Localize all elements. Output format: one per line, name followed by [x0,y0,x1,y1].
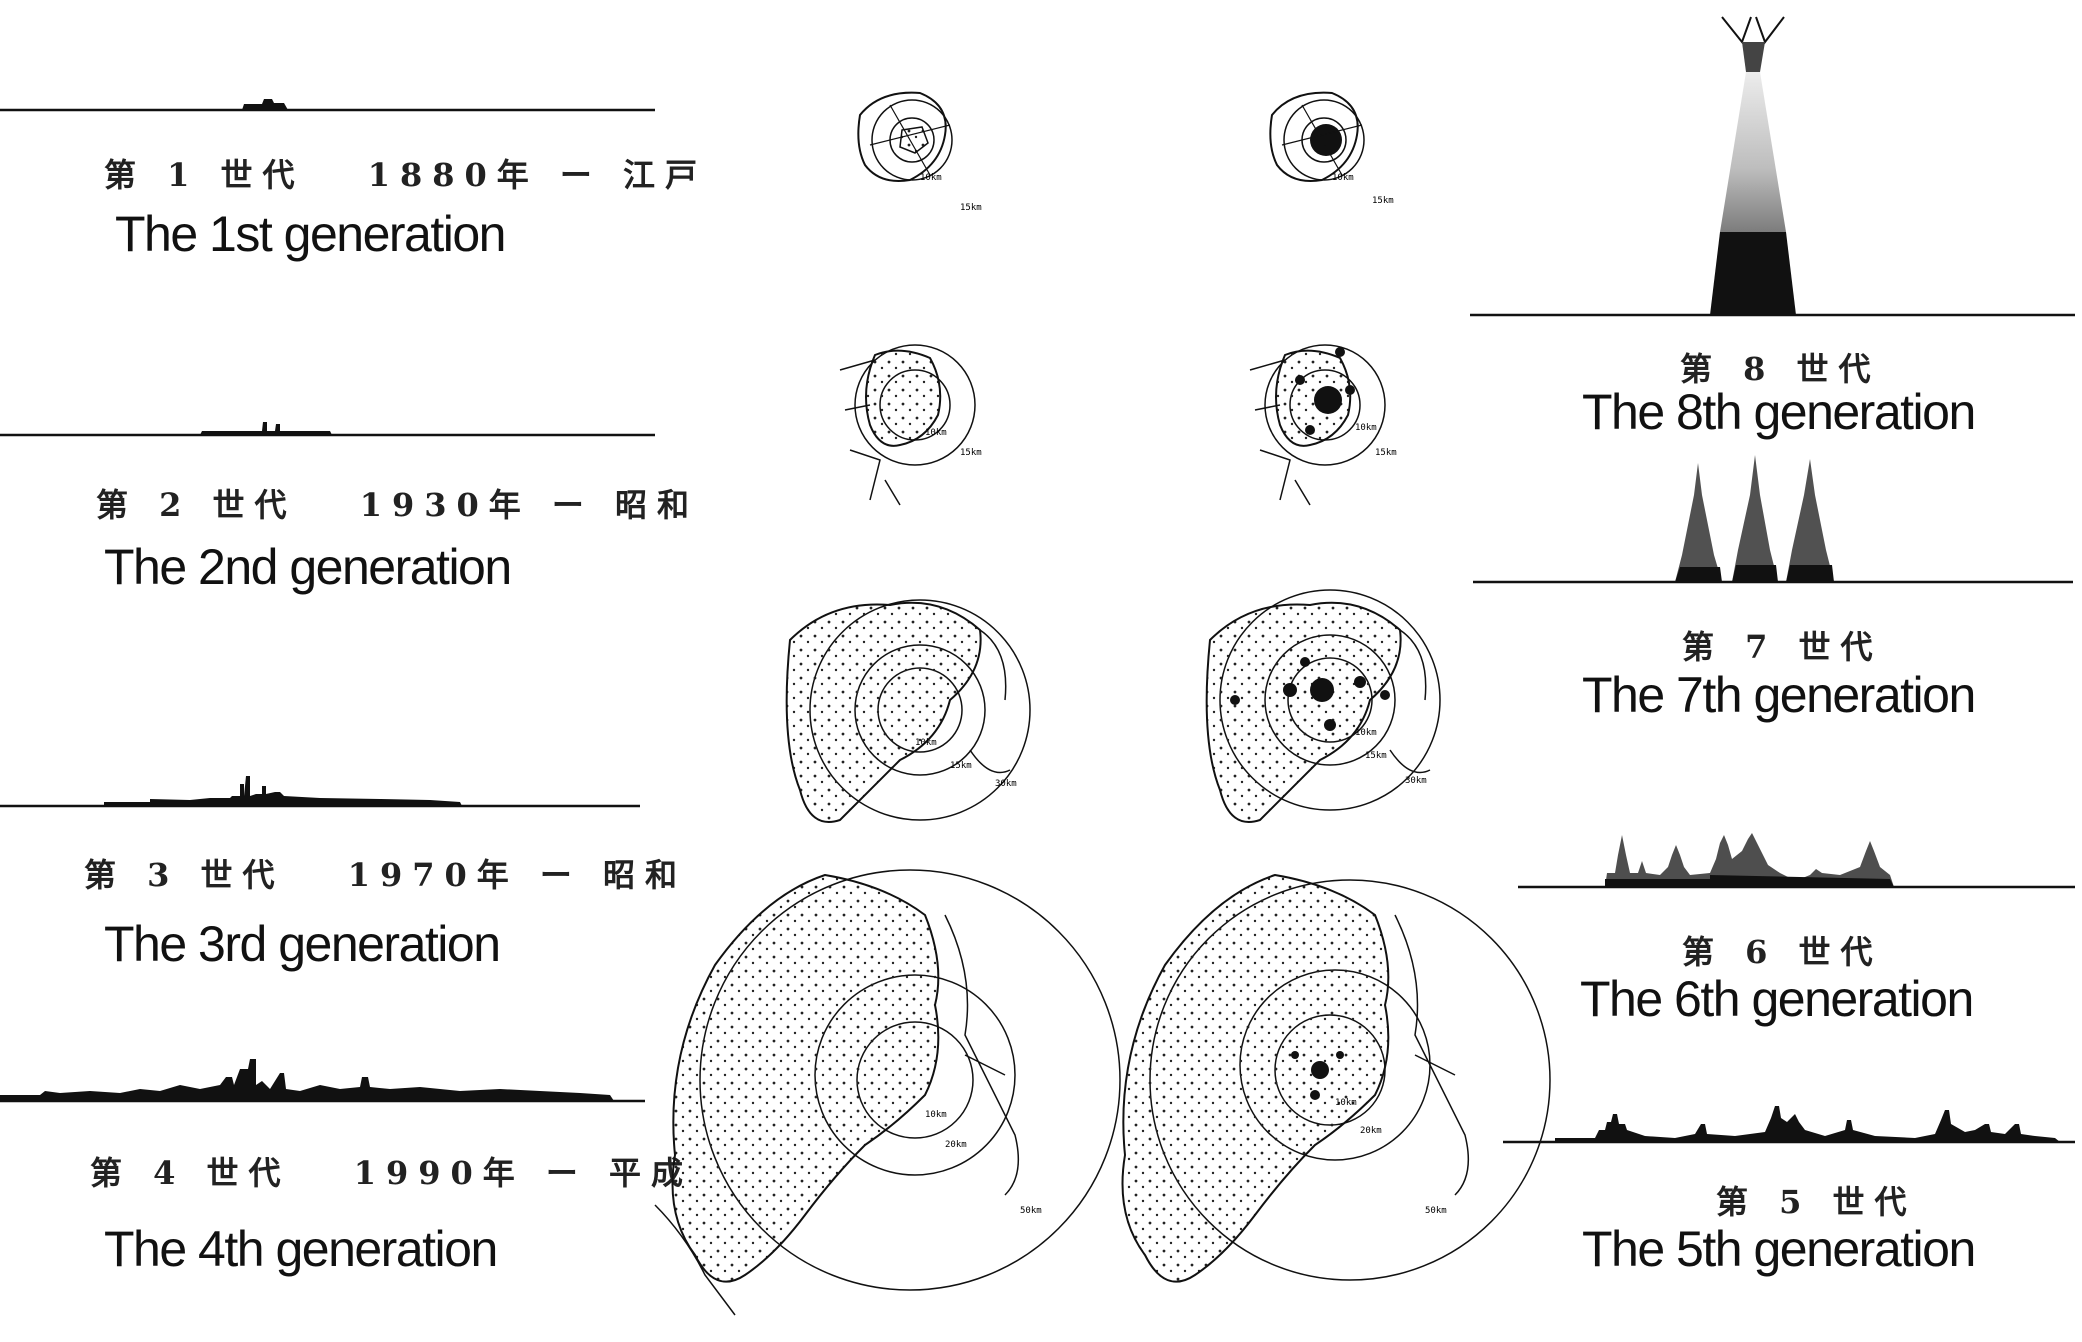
scale-label: 15km [1365,751,1387,761]
scale-label: 10km [1335,1098,1357,1108]
gen-7-jp-label: 第 7 世代 [1682,622,1883,668]
gen-6-en-label: The 6th generation [1580,970,1973,1028]
skyline-gen-6 [1510,825,2080,895]
map-gen-2-a: 10km 15km [830,330,1010,515]
gen-4-en-label: The 4th generation [104,1220,497,1278]
skyline-gen-3 [0,770,655,810]
gen-1-en-label: The 1st generation [115,205,505,263]
scale-label: 10km [1355,423,1377,433]
scale-label: 30km [1405,776,1427,786]
skyline-gen-5 [1495,1100,2080,1150]
scale-label: 10km [925,428,947,438]
map-gen-1-a: 10km 15km [850,85,1010,215]
skyline-gen-1 [0,80,655,120]
map-gen-3-b: 10km 15km 30km [1190,590,1480,850]
gen-1-jp-label: 第 1 世代 1880年 ー 江戸 [104,150,707,196]
gen-2-en-label: The 2nd generation [104,538,511,596]
map-gen-1-b: 10km 15km [1262,85,1422,215]
map-gen-4-a: 10km 20km 50km [645,855,1095,1325]
skyline-gen-2 [0,410,655,450]
map-gen-4-b: 10km 20km 50km [1105,855,1535,1325]
gen-5-jp-label: 第 5 世代 [1716,1177,1917,1223]
scale-label: 10km [915,738,937,748]
scale-label: 10km [920,173,942,183]
scale-label: 30km [995,779,1017,789]
scale-label: 20km [1360,1126,1382,1136]
map-gen-2-b: 10km 15km [1240,330,1420,515]
scale-label: 10km [1355,728,1377,738]
gen-4-jp-label: 第 4 世代 1990年 ー 平成 [90,1148,693,1194]
scale-label: 10km [925,1110,947,1120]
scale-label: 15km [950,761,972,771]
scale-label: 15km [1372,196,1394,206]
gen-2-jp-label: 第 2 世代 1930年 ー 昭和 [96,480,699,526]
gen-6-jp-label: 第 6 世代 [1682,927,1883,973]
scale-label: 15km [960,448,982,458]
gen-3-jp-label: 第 3 世代 1970年 ー 昭和 [84,850,687,896]
gen-7-en-label: The 7th generation [1582,666,1975,724]
skyline-gen-4 [0,1055,655,1105]
skyline-gen-7 [1470,455,2080,590]
scale-label: 10km [1332,173,1354,183]
scale-label: 15km [1375,448,1397,458]
gen-5-en-label: The 5th generation [1582,1220,1975,1278]
scale-label: 15km [960,203,982,213]
skyline-gen-8 [1470,12,2080,322]
scale-label: 50km [1425,1206,1447,1216]
scale-label: 50km [1020,1206,1042,1216]
map-gen-3-a: 10km 15km 30km [770,590,1060,850]
gen-8-en-label: The 8th generation [1582,383,1975,441]
gen-3-en-label: The 3rd generation [104,915,500,973]
scale-label: 20km [945,1140,967,1150]
